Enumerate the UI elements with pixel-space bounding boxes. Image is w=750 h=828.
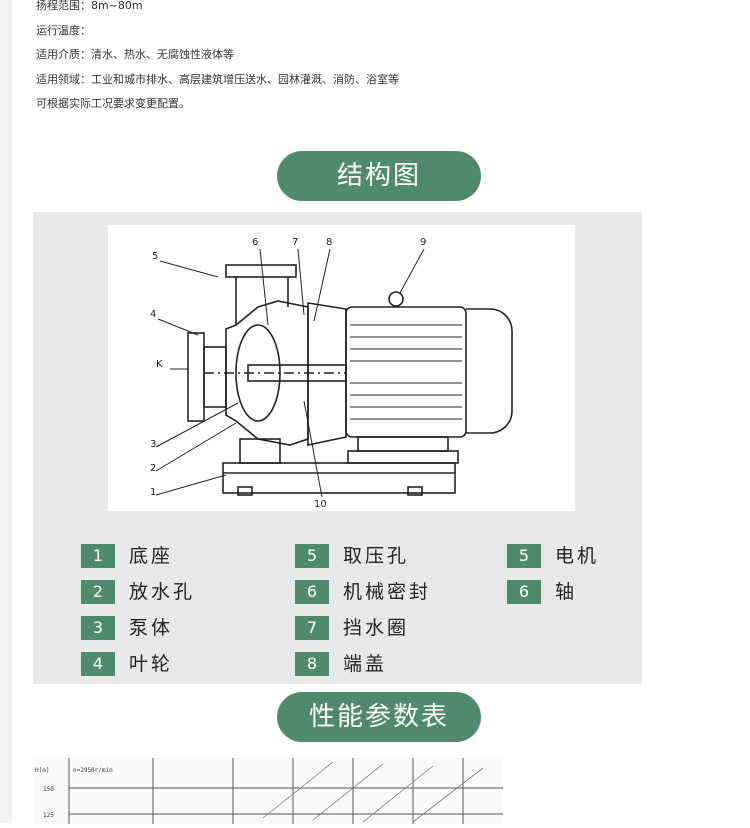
legend-number: 7 <box>295 616 329 640</box>
bracket <box>307 302 347 446</box>
legend-number: 5 <box>507 544 541 568</box>
callout-4: 4 <box>150 309 156 320</box>
callout-6: 6 <box>252 237 258 248</box>
legend-label: 挡水圈 <box>343 617 410 639</box>
spec-config-note: 可根据实际工况要求变更配置。 <box>36 97 190 110</box>
legend-label: 叶轮 <box>129 653 174 675</box>
legend-label: 电机 <box>555 545 600 567</box>
legend-number: 5 <box>295 544 329 568</box>
callout-1: 1 <box>150 487 156 498</box>
spec-application: 适用领域：工业和城市排水、高层建筑增压送水、园林灌溉、消防、浴室等 <box>36 72 399 86</box>
legend-number: 4 <box>81 652 115 676</box>
legend-number: 3 <box>81 616 115 640</box>
spec-head-range: 扬程范围：8m~80m <box>36 0 143 12</box>
legend-label: 机械密封 <box>343 581 432 603</box>
legend-label: 端盖 <box>343 653 388 675</box>
base-plate <box>222 462 456 494</box>
callout-10: 10 <box>314 499 327 510</box>
legend-number: 2 <box>81 580 115 604</box>
spec-temperature: 运行温度： <box>36 23 91 37</box>
legend-label: 取压孔 <box>343 545 410 567</box>
spec-list: 扬程范围：8m~80m 运行温度： 适用介质：清水、热水、无腐蚀性液体等 适用领… <box>36 0 399 117</box>
legend-label: 放水孔 <box>129 581 196 603</box>
callout-7: 7 <box>292 237 298 248</box>
callout-5: 5 <box>152 251 158 262</box>
component-legend: 1 底座 2 放水孔 3 泵体 4 叶轮 5 取压孔 6 机械密封 7 挡水圈 … <box>33 535 642 683</box>
callout-9: 9 <box>420 237 426 248</box>
legend-number: 6 <box>507 580 541 604</box>
callout-8: 8 <box>326 237 332 248</box>
left-margin-bar <box>0 0 12 823</box>
legend-label: 轴 <box>555 581 578 603</box>
pump-structure-drawing: 5 4 K 3 2 1 6 7 8 9 10 <box>108 225 575 511</box>
performance-chart-svg: H(m) n=2950r/min 150 125 <box>35 758 503 824</box>
legend-number: 6 <box>295 580 329 604</box>
motor-end-cover <box>466 308 513 434</box>
perf-speed-label: n=2950r/min <box>73 767 113 774</box>
callout-k: K <box>156 359 163 370</box>
performance-section-title: 性能参数表 <box>277 692 481 742</box>
callout-3: 3 <box>150 439 156 450</box>
perf-tick-125: 125 <box>43 812 54 819</box>
legend-label: 泵体 <box>129 617 174 639</box>
legend-number: 1 <box>81 544 115 568</box>
pump-drawing-svg: 5 4 K 3 2 1 6 7 8 9 10 <box>150 237 513 510</box>
perf-axis-label: H(m) <box>35 767 49 774</box>
callout-2: 2 <box>150 463 156 474</box>
spec-medium: 适用介质：清水、热水、无腐蚀性液体等 <box>36 48 234 61</box>
performance-chart-preview: H(m) n=2950r/min 150 125 <box>33 758 503 824</box>
motor-body <box>345 306 467 438</box>
structure-section-title: 结构图 <box>277 151 481 201</box>
legend-number: 8 <box>295 652 329 676</box>
legend-label: 底座 <box>129 545 174 567</box>
perf-tick-150: 150 <box>43 786 54 793</box>
